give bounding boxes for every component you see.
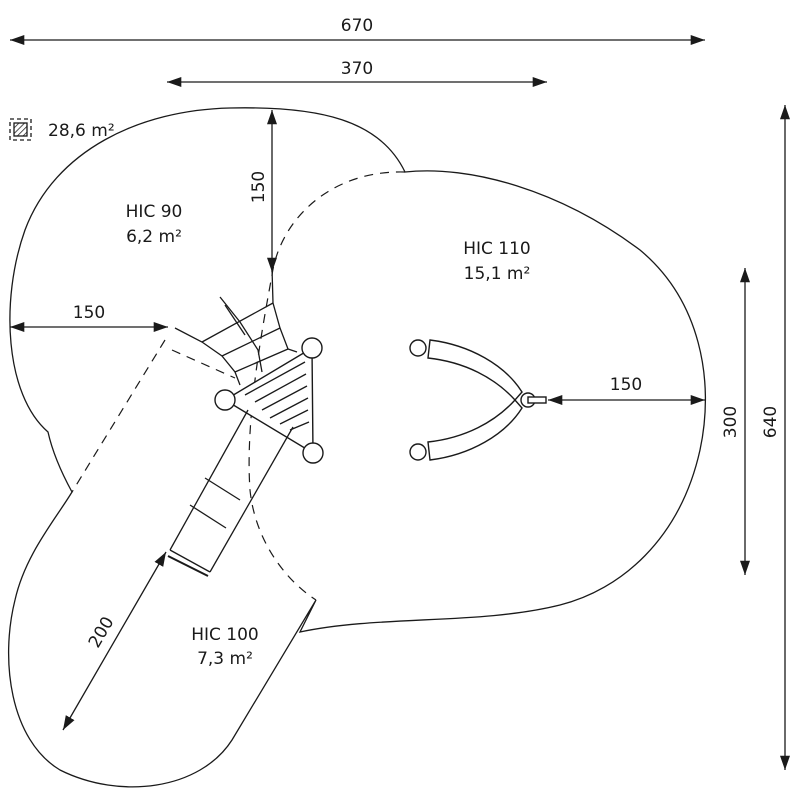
dim-inner-width: 370: [341, 59, 373, 79]
zone-area-90: 6,2 m²: [126, 227, 182, 247]
dim-line-slide-clearance: [62, 551, 167, 731]
slide: [167, 409, 294, 577]
dim-top-clearance: 150: [249, 171, 269, 203]
safety-zone-outline: [7, 107, 707, 788]
tower-platform: [214, 337, 324, 464]
dim-swing-depth: 300: [721, 406, 741, 438]
zone-hic-110: HIC 110: [463, 239, 531, 259]
swing: [409, 339, 547, 461]
legend: 28,6 m²: [9, 118, 115, 141]
dim-slide-clearance: 200: [85, 613, 119, 651]
legend-total-area: 28,6 m²: [48, 121, 115, 141]
dim-right-clearance: 150: [610, 375, 642, 395]
zone-area-110: 15,1 m²: [464, 264, 531, 284]
zone-area-100: 7,3 m²: [197, 649, 253, 669]
dim-overall-width: 670: [341, 16, 373, 36]
climbing-net: [174, 267, 298, 386]
zone-hic-90: HIC 90: [126, 202, 183, 222]
zone-separator-slide-top: [171, 349, 236, 379]
dim-left-clearance: 150: [73, 303, 105, 323]
zone-separator-slide: [71, 339, 166, 493]
dim-overall-height: 640: [761, 406, 781, 438]
hatched-square-icon: [9, 118, 32, 141]
zone-hic-100: HIC 100: [191, 625, 259, 645]
